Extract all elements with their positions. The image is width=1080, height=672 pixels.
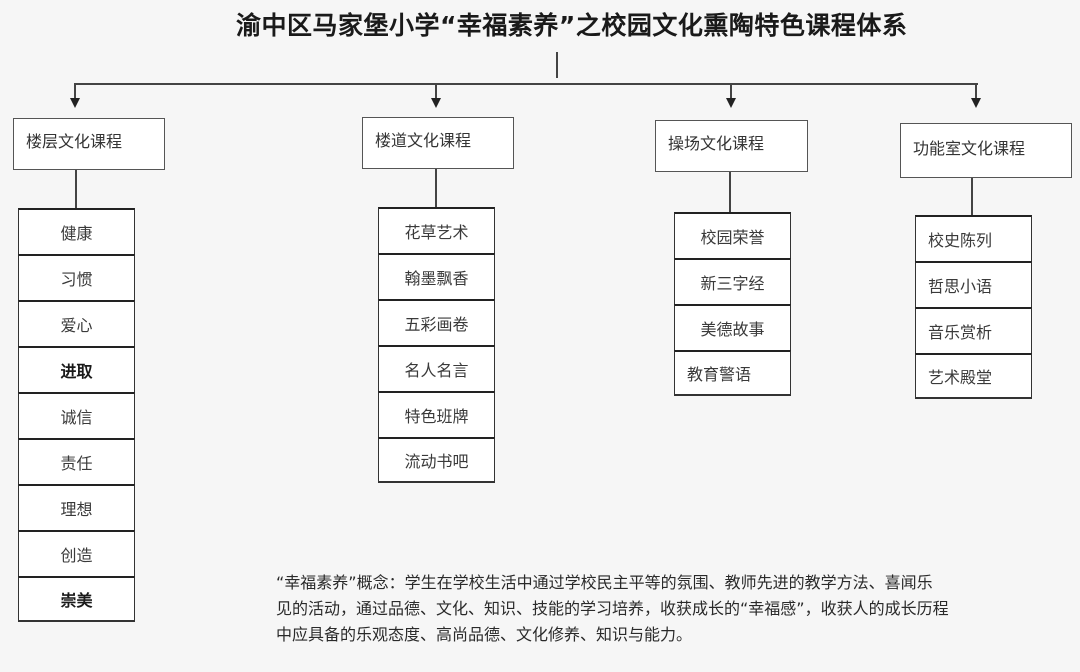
item-column-function-room: 校史陈列 哲思小语 音乐赏析 艺术殿堂 [915,215,1032,399]
title-stub-line [556,52,558,78]
list-item: 五彩画卷 [378,299,495,345]
list-item: 责任 [18,438,135,484]
branch-line-4 [975,83,977,99]
list-item: 进取 [18,346,135,392]
diagram-title: 渝中区马家堡小学“幸福素养”之校园文化熏陶特色课程体系 [236,11,908,40]
category-label: 楼层文化课程 [26,132,123,151]
main-horizontal-line [74,83,978,85]
connector-line-4 [971,178,973,215]
arrow-down-icon [70,98,80,108]
note-line: “幸福素养”概念：学生在学校生活中通过学校民主平等的氛围、教师先进的教学方法、喜… [276,573,933,592]
branch-line-3 [730,83,732,99]
list-item: 校园荣誉 [674,212,791,258]
item-column-playground: 校园荣誉 新三字经 美德故事 教育警语 [674,212,791,396]
list-item: 理想 [18,484,135,530]
category-box-playground: 操场文化课程 [655,120,808,172]
list-item: 诚信 [18,392,135,438]
arrow-down-icon [971,98,981,108]
list-item: 花草艺术 [378,207,495,253]
list-item: 创造 [18,530,135,576]
connector-line-1 [75,170,77,208]
category-box-function-room: 功能室文化课程 [900,123,1072,178]
item-column-corridor: 花草艺术 翰墨飘香 五彩画卷 名人名言 特色班牌 流动书吧 [378,207,495,483]
connector-line-2 [435,169,437,207]
arrow-down-icon [726,98,736,108]
category-label: 功能室文化课程 [913,138,1026,158]
list-item: 美德故事 [674,304,791,350]
category-label: 楼道文化课程 [375,131,472,150]
list-item: 流动书吧 [378,437,495,483]
list-item: 新三字经 [674,258,791,304]
connector-line-3 [729,172,731,212]
category-label: 操场文化课程 [668,134,765,153]
list-item: 音乐赏析 [915,307,1032,353]
list-item: 教育警语 [674,350,791,396]
list-item: 崇美 [18,576,135,622]
list-item: 翰墨飘香 [378,253,495,299]
item-column-floor: 健康 习惯 爱心 进取 诚信 责任 理想 创造 崇美 [18,208,135,622]
category-box-corridor: 楼道文化课程 [362,117,514,169]
list-item: 名人名言 [378,345,495,391]
list-item: 爱心 [18,300,135,346]
note-line: 中应具备的乐观态度、高尚品德、文化修养、知识与能力。 [276,625,693,644]
branch-line-1 [74,83,76,99]
list-item: 哲思小语 [915,261,1032,307]
category-box-floor: 楼层文化课程 [13,118,165,170]
branch-line-2 [435,83,437,99]
list-item: 特色班牌 [378,391,495,437]
concept-note: “幸福素养”概念：学生在学校生活中通过学校民主平等的氛围、教师先进的教学方法、喜… [276,570,1080,648]
list-item: 习惯 [18,254,135,300]
list-item: 健康 [18,208,135,254]
list-item: 校史陈列 [915,215,1032,261]
arrow-down-icon [431,98,441,108]
note-line: 见的活动，通过品德、文化、知识、技能的学习培养，收获成长的“幸福感”，收获人的成… [276,599,949,618]
list-item: 艺术殿堂 [915,353,1032,399]
